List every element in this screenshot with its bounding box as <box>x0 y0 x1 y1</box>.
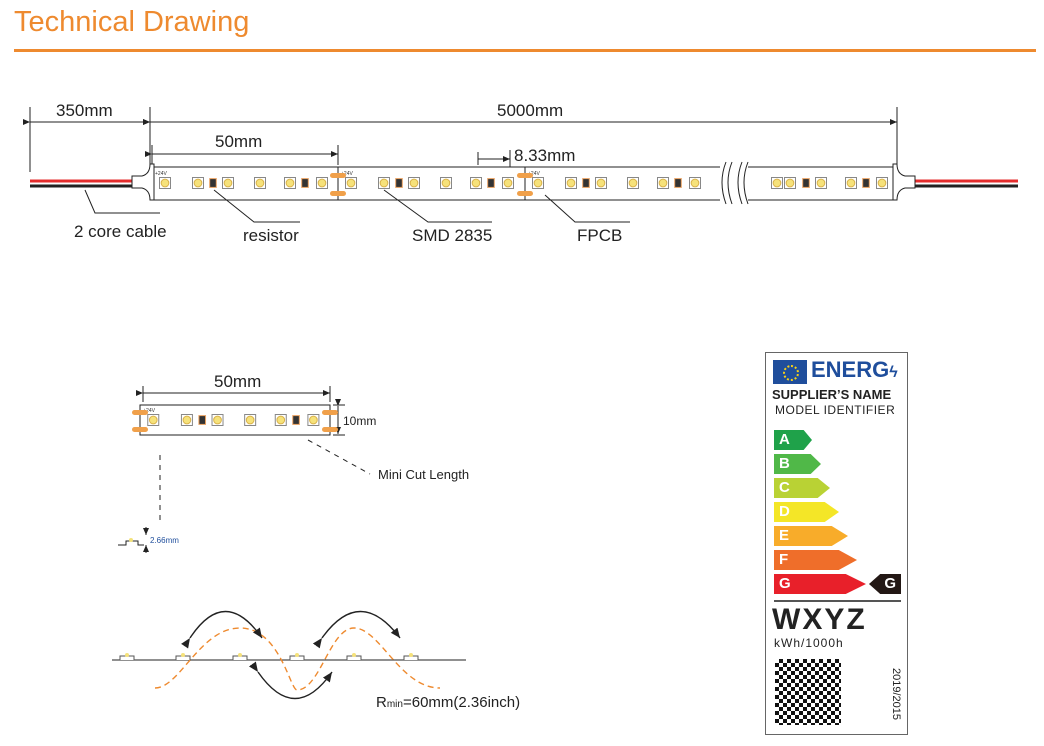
resistor <box>674 178 682 188</box>
callout-fpcb: FPCB <box>577 226 623 245</box>
resistor <box>301 178 309 188</box>
led-emitter <box>276 415 286 425</box>
pad-label: +24V <box>155 171 167 177</box>
lightning-icon: ϟ <box>889 364 898 381</box>
resistor <box>582 178 590 188</box>
led-emitter <box>255 178 265 188</box>
consumption-value: WXYZ <box>772 603 867 636</box>
led-emitter <box>193 178 203 188</box>
energy-class-d: D <box>774 502 839 522</box>
resistor <box>198 415 207 425</box>
bend-led-emitter <box>409 653 413 657</box>
dim-total-length: 5000mm <box>497 101 564 120</box>
led-emitter <box>533 178 543 188</box>
mini-dim-length: 50mm <box>214 372 262 391</box>
led-emitter <box>317 178 327 188</box>
bend-led-emitter <box>352 653 356 657</box>
energy-divider <box>774 600 901 602</box>
regulation-number: 2019/2015 <box>890 668 902 720</box>
led-emitter <box>596 178 606 188</box>
supplier-name: SUPPLIER’S NAME <box>772 387 892 402</box>
callout-resistor: resistor <box>243 226 299 245</box>
led-emitter <box>160 178 170 188</box>
led-emitter <box>658 178 668 188</box>
eu-flag-icon <box>773 360 807 384</box>
mini-cut-callout: Mini Cut Length <box>378 467 470 482</box>
led-emitter <box>346 178 356 188</box>
energy-class-c: C <box>774 478 830 498</box>
led-emitter <box>785 178 795 188</box>
led-emitter <box>182 415 192 425</box>
solder-pad <box>132 410 148 415</box>
led-emitter <box>690 178 700 188</box>
dim-led-pitch: 8.33mm <box>514 146 576 165</box>
energy-class-e: E <box>774 526 848 546</box>
led-emitter <box>309 415 318 425</box>
led-emitter <box>213 415 222 425</box>
led-emitter <box>846 178 856 188</box>
model-identifier: MODEL IDENTIFIER <box>775 403 896 417</box>
consumption-unit: kWh/1000h <box>774 636 844 650</box>
bend-led-emitter <box>238 653 242 657</box>
energy-label: ENERGϟ SUPPLIER’S NAME MODEL IDENTIFIER … <box>765 352 908 735</box>
bend-led-emitter <box>181 653 185 657</box>
resistor <box>487 178 495 188</box>
radius-r: R <box>376 694 387 711</box>
energy-class-a: A <box>774 430 812 450</box>
solder-pad <box>517 173 533 178</box>
resistor <box>395 178 403 188</box>
led-emitter <box>816 178 826 188</box>
solder-pad <box>517 191 533 196</box>
led-emitter <box>379 178 389 188</box>
energy-class-b: B <box>774 454 821 474</box>
resistor <box>209 178 217 188</box>
energy-class-f: F <box>774 550 857 570</box>
energy-brand: ENERGϟ <box>811 357 898 383</box>
led-emitter <box>503 178 513 188</box>
title-divider <box>14 49 1036 52</box>
resistor <box>292 415 300 425</box>
pad-label: +24V <box>528 171 540 177</box>
solder-pad <box>322 427 338 432</box>
callout-led: SMD 2835 <box>412 226 493 245</box>
radius-value: =60mm(2.36inch) <box>402 694 521 711</box>
energy-class-g: G <box>774 574 866 594</box>
qr-code-icon <box>775 659 841 725</box>
led-emitter <box>772 178 782 188</box>
led-emitter <box>471 178 481 188</box>
led-height: 2.66mm <box>150 536 179 545</box>
bend-radius: Rmin=60mm(2.36inch) <box>376 694 520 711</box>
energy-brand-text: ENERG <box>811 357 890 382</box>
led-emitter <box>285 178 295 188</box>
led-emitter <box>877 178 887 188</box>
led-emitter <box>628 178 638 188</box>
dim-cut-length: 50mm <box>215 132 263 151</box>
led-emitter <box>148 415 158 425</box>
bend-led-emitter <box>125 653 129 657</box>
pad-label: +24V <box>341 171 353 177</box>
resistor <box>802 178 810 188</box>
resistor <box>862 178 870 188</box>
led-emitter <box>441 178 451 188</box>
solder-pad <box>330 173 346 178</box>
radius-sub: min <box>386 699 403 710</box>
bend-led-emitter <box>295 653 299 657</box>
led-emitter <box>223 178 233 188</box>
dim-cable-length: 350mm <box>56 101 113 120</box>
solder-pad <box>330 191 346 196</box>
pad-label: +24V <box>143 408 156 414</box>
mini-dim-width: 10mm <box>343 414 377 428</box>
solder-pad <box>132 427 148 432</box>
solder-pad <box>322 410 338 415</box>
led-emitter <box>245 415 255 425</box>
led-emitter <box>566 178 576 188</box>
callout-cable: 2 core cable <box>74 222 167 241</box>
rating-indicator: G <box>869 574 901 594</box>
page-title: Technical Drawing <box>14 6 250 38</box>
led-emitter <box>409 178 419 188</box>
